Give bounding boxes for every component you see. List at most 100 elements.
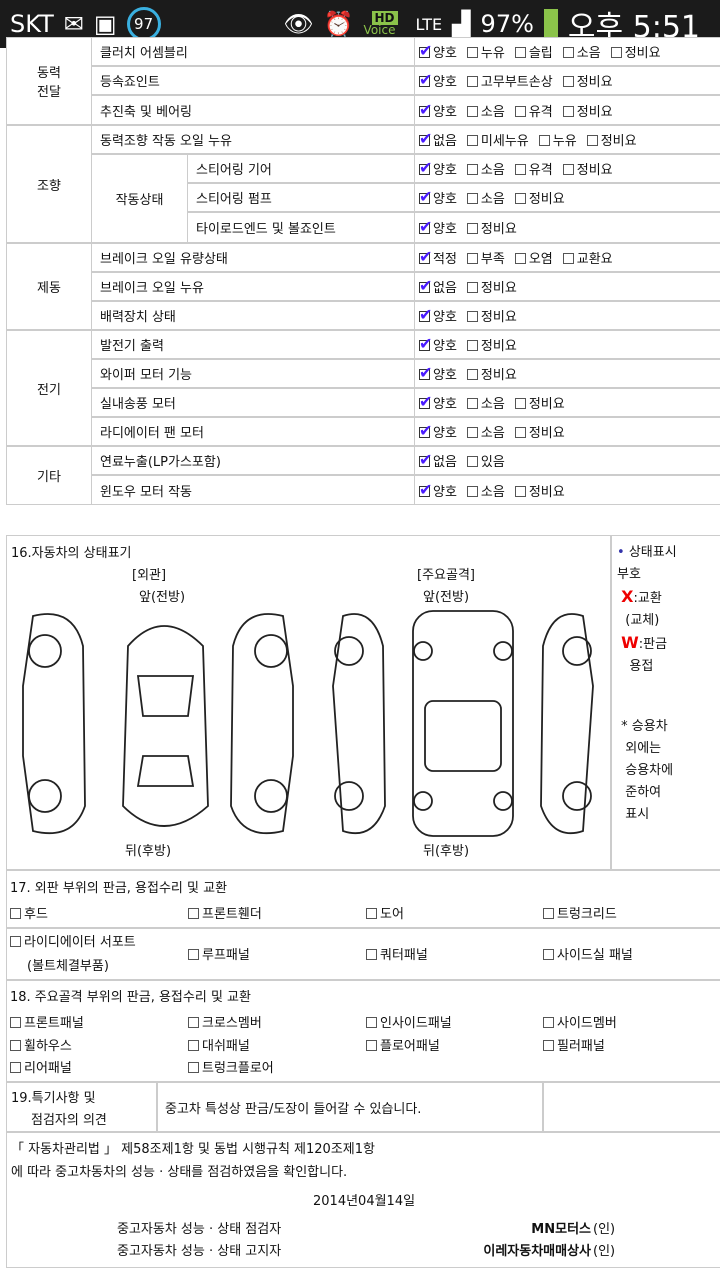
option-checkbox[interactable]: 정비요 bbox=[461, 306, 517, 325]
option-checkbox[interactable]: 정비요 bbox=[557, 71, 613, 90]
checkbox-icon[interactable] bbox=[562, 47, 574, 58]
checkbox-icon[interactable] bbox=[610, 47, 622, 58]
checkbox-icon[interactable] bbox=[366, 1040, 377, 1051]
option-checkbox[interactable]: 정비요 bbox=[581, 130, 637, 149]
checkbox-icon[interactable] bbox=[466, 105, 478, 117]
checkbox-icon[interactable] bbox=[514, 485, 526, 497]
checkbox-icon[interactable] bbox=[466, 223, 478, 234]
option-checkbox[interactable]: 소음 bbox=[461, 481, 505, 500]
exterior-panel-checkbox[interactable]: 프론트휀더 bbox=[188, 903, 262, 922]
option-checkbox[interactable]: 정비요 bbox=[605, 42, 661, 61]
checkbox-icon[interactable] bbox=[466, 311, 478, 322]
option-checkbox[interactable]: 소음 bbox=[461, 101, 505, 120]
exterior-panel-checkbox[interactable]: 후드 bbox=[10, 903, 48, 922]
option-checkbox[interactable]: 양호 bbox=[415, 41, 457, 61]
checkbox-icon[interactable] bbox=[562, 164, 574, 175]
frame-part-checkbox[interactable]: 사이드멤버 bbox=[543, 1012, 617, 1031]
exterior-panel-checkbox[interactable]: 도어 bbox=[366, 903, 404, 922]
checkbox-icon[interactable] bbox=[188, 949, 199, 960]
checkbox-icon[interactable] bbox=[419, 70, 432, 89]
checkbox-icon[interactable] bbox=[366, 949, 377, 960]
frame-part-checkbox[interactable]: 리어패널 bbox=[10, 1057, 72, 1076]
option-checkbox[interactable]: 정비요 bbox=[557, 101, 613, 120]
option-checkbox[interactable]: 없음 bbox=[415, 450, 457, 470]
frame-part-checkbox[interactable]: 트렁크플로어 bbox=[188, 1057, 274, 1076]
checkbox-icon[interactable] bbox=[466, 398, 478, 409]
checkbox-icon[interactable] bbox=[543, 1040, 554, 1051]
checkbox-icon[interactable] bbox=[10, 1062, 21, 1073]
option-checkbox[interactable]: 유격 bbox=[509, 101, 553, 120]
frame-part-checkbox[interactable]: 프론트패널 bbox=[10, 1012, 84, 1031]
checkbox-icon[interactable] bbox=[419, 363, 432, 382]
option-checkbox[interactable]: 적정 bbox=[415, 247, 457, 267]
checkbox-icon[interactable] bbox=[466, 253, 478, 264]
checkbox-icon[interactable] bbox=[543, 908, 554, 919]
checkbox-icon[interactable] bbox=[419, 480, 432, 499]
checkbox-icon[interactable] bbox=[188, 1017, 199, 1028]
option-checkbox[interactable]: 양호 bbox=[415, 421, 457, 441]
option-checkbox[interactable]: 누유 bbox=[533, 130, 577, 149]
option-checkbox[interactable]: 오염 bbox=[509, 248, 553, 267]
checkbox-icon[interactable] bbox=[466, 135, 478, 146]
option-checkbox[interactable]: 정비요 bbox=[509, 481, 565, 500]
checkbox-icon[interactable] bbox=[419, 217, 432, 236]
checkbox-icon[interactable] bbox=[419, 421, 432, 440]
option-checkbox[interactable]: 고무부트손상 bbox=[461, 71, 553, 90]
option-checkbox[interactable]: 양호 bbox=[415, 305, 457, 325]
exterior-panel-checkbox[interactable]: 사이드실 패널 bbox=[543, 944, 633, 963]
checkbox-icon[interactable] bbox=[466, 193, 478, 204]
exterior-panel-checkbox[interactable]: 라이디에이터 서포트 bbox=[10, 931, 136, 950]
checkbox-icon[interactable] bbox=[419, 187, 432, 206]
checkbox-icon[interactable] bbox=[514, 193, 526, 204]
checkbox-icon[interactable] bbox=[419, 100, 432, 119]
frame-part-checkbox[interactable]: 필러패널 bbox=[543, 1035, 605, 1054]
checkbox-icon[interactable] bbox=[10, 908, 21, 919]
option-checkbox[interactable]: 정비요 bbox=[461, 364, 517, 383]
checkbox-icon[interactable] bbox=[10, 936, 21, 947]
checkbox-icon[interactable] bbox=[419, 129, 432, 148]
option-checkbox[interactable]: 양호 bbox=[415, 70, 457, 90]
exterior-panel-checkbox[interactable]: 쿼터패널 bbox=[366, 944, 428, 963]
checkbox-icon[interactable] bbox=[366, 908, 377, 919]
checkbox-icon[interactable] bbox=[466, 76, 478, 87]
checkbox-icon[interactable] bbox=[419, 392, 432, 411]
checkbox-icon[interactable] bbox=[419, 158, 432, 177]
option-checkbox[interactable]: 있음 bbox=[461, 451, 505, 470]
option-checkbox[interactable]: 소음 bbox=[461, 188, 505, 207]
frame-part-checkbox[interactable]: 휠하우스 bbox=[10, 1035, 72, 1054]
checkbox-icon[interactable] bbox=[188, 908, 199, 919]
checkbox-icon[interactable] bbox=[562, 253, 574, 264]
option-checkbox[interactable]: 양호 bbox=[415, 100, 457, 120]
option-checkbox[interactable]: 교환요 bbox=[557, 248, 613, 267]
option-checkbox[interactable]: 정비요 bbox=[557, 159, 613, 178]
checkbox-icon[interactable] bbox=[419, 41, 432, 60]
option-checkbox[interactable]: 양호 bbox=[415, 392, 457, 412]
option-checkbox[interactable]: 누유 bbox=[461, 42, 505, 61]
checkbox-icon[interactable] bbox=[562, 105, 574, 117]
option-checkbox[interactable]: 부족 bbox=[461, 248, 505, 267]
checkbox-icon[interactable] bbox=[514, 427, 526, 438]
option-checkbox[interactable]: 정비요 bbox=[509, 422, 565, 441]
checkbox-icon[interactable] bbox=[10, 1017, 21, 1028]
checkbox-icon[interactable] bbox=[586, 135, 598, 146]
option-checkbox[interactable]: 소음 bbox=[461, 422, 505, 441]
exterior-panel-checkbox[interactable]: 트렁크리드 bbox=[543, 903, 617, 922]
frame-part-checkbox[interactable]: 플로어패널 bbox=[366, 1035, 440, 1054]
checkbox-icon[interactable] bbox=[514, 398, 526, 409]
option-checkbox[interactable]: 유격 bbox=[509, 159, 553, 178]
checkbox-icon[interactable] bbox=[466, 369, 478, 380]
checkbox-icon[interactable] bbox=[419, 450, 432, 469]
option-checkbox[interactable]: 양호 bbox=[415, 158, 457, 178]
checkbox-icon[interactable] bbox=[10, 1040, 21, 1051]
checkbox-icon[interactable] bbox=[514, 253, 526, 264]
checkbox-icon[interactable] bbox=[466, 282, 478, 293]
checkbox-icon[interactable] bbox=[514, 105, 526, 117]
checkbox-icon[interactable] bbox=[543, 1017, 554, 1028]
checkbox-icon[interactable] bbox=[188, 1062, 199, 1073]
option-checkbox[interactable]: 없음 bbox=[415, 129, 457, 149]
checkbox-icon[interactable] bbox=[466, 485, 478, 497]
option-checkbox[interactable]: 정비요 bbox=[461, 218, 517, 237]
option-checkbox[interactable]: 미세누유 bbox=[461, 130, 529, 149]
checkbox-icon[interactable] bbox=[188, 1040, 199, 1051]
checkbox-icon[interactable] bbox=[419, 334, 432, 353]
